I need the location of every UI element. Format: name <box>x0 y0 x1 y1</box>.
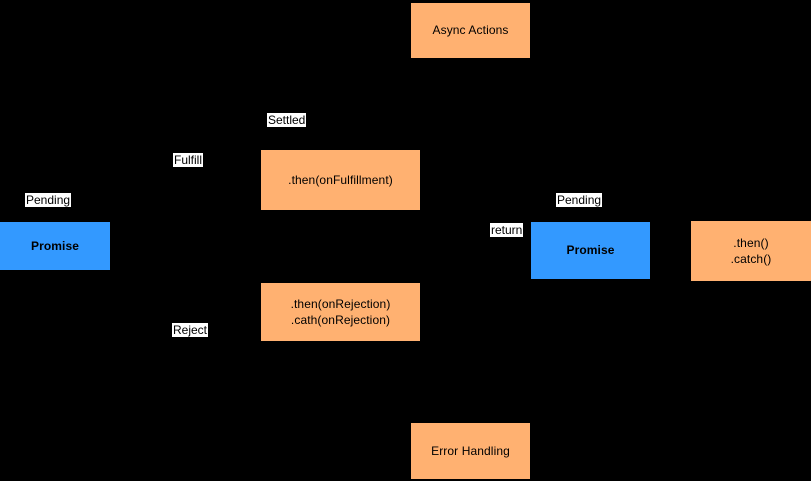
edge-label-reject: Reject <box>172 323 209 337</box>
edge-label-pending-right: Pending <box>556 193 603 207</box>
node-async-actions[interactable]: Async Actions <box>411 3 530 58</box>
edge-label-return: return <box>490 223 524 237</box>
node-then-on-fulfillment-label: .then(onFulfillment) <box>288 172 393 187</box>
node-then-on-fulfillment[interactable]: .then(onFulfillment) <box>261 150 420 210</box>
node-then-on-rejection-line1: .then(onRejection) <box>290 296 391 311</box>
node-then-catch-line2: .catch() <box>730 252 772 266</box>
node-promise-right[interactable]: Promise <box>531 222 650 279</box>
edge-label-pending-left: Pending <box>25 193 72 207</box>
edge-label-settled: Settled <box>267 113 307 127</box>
node-promise-left-label: Promise <box>30 238 80 253</box>
node-promise-left[interactable]: Promise <box>0 222 110 270</box>
node-then-catch[interactable]: .then() .catch() <box>691 221 811 281</box>
node-then-catch-line1: .then() <box>733 235 769 250</box>
node-then-on-rejection[interactable]: .then(onRejection) .cath(onRejection) <box>261 283 420 341</box>
edge-label-fulfill: Fulfill <box>173 153 204 167</box>
node-error-handling-label: Error Handling <box>431 443 510 458</box>
node-then-on-rejection-line2: .cath(onRejection) <box>290 313 391 327</box>
node-promise-right-label: Promise <box>566 243 615 258</box>
node-async-actions-label: Async Actions <box>432 23 509 38</box>
node-error-handling[interactable]: Error Handling <box>411 423 530 479</box>
